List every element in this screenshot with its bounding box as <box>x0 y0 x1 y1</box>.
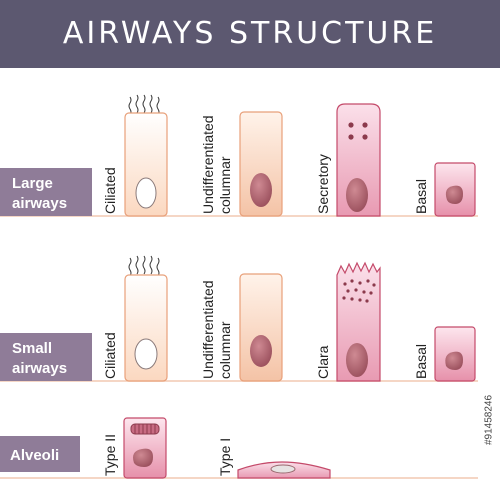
cell-label-ciliated: Ciliated <box>102 332 118 379</box>
secretory-granules <box>348 122 368 140</box>
cell-label-secretory: Secretory <box>315 154 331 214</box>
cilia <box>128 94 160 116</box>
row-large-airways: Large airways Ciliated Undifferentiated … <box>0 94 478 217</box>
cilia <box>128 255 160 277</box>
lamellar-bodies <box>130 423 160 435</box>
nucleus <box>346 343 368 377</box>
cell-label-basal: Basal <box>413 344 429 379</box>
cell-label-columnar: columnar <box>217 321 233 379</box>
row-label-line1: Alveoli <box>10 447 59 464</box>
row-label-line2: airways <box>12 195 67 212</box>
row-small-airways: Small airways Ciliated Undifferentiated … <box>0 255 478 382</box>
row-label-line1: Small <box>12 340 52 357</box>
cell-label-clara: Clara <box>315 345 331 379</box>
row-label-bg <box>0 168 92 216</box>
nucleus <box>346 178 368 212</box>
cell-label-undifferentiated: Undifferentiated <box>200 280 216 379</box>
row-label-bg <box>0 436 80 472</box>
nucleus <box>134 338 158 370</box>
cell-label-undifferentiated: Undifferentiated <box>200 115 216 214</box>
nucleus <box>250 173 272 207</box>
row-label-line2: airways <box>12 360 67 377</box>
row-alveoli: Alveoli Type II Type I <box>0 417 478 479</box>
cell-label-ciliated: Ciliated <box>102 167 118 214</box>
nucleus <box>445 351 463 370</box>
clara-granules <box>342 279 376 303</box>
nucleus <box>270 464 296 474</box>
nucleus <box>135 177 157 209</box>
cell-label-columnar: columnar <box>217 156 233 214</box>
ciliated-cell <box>124 112 168 217</box>
cell-label-basal: Basal <box>413 179 429 214</box>
title-banner <box>0 0 500 68</box>
cell-label-type-i: Type I <box>217 438 233 476</box>
nucleus <box>445 185 463 204</box>
cell-label-type-ii: Type II <box>102 434 118 476</box>
nucleus <box>250 335 272 367</box>
page-title: AIRWAYS STRUCTURE <box>62 16 438 51</box>
nucleus <box>133 448 153 467</box>
stock-id-text: #91458246 <box>483 394 495 446</box>
row-label-line1: Large <box>12 175 53 192</box>
row-label-bg <box>0 333 92 381</box>
stock-id-watermark: #91458246 <box>478 345 500 495</box>
